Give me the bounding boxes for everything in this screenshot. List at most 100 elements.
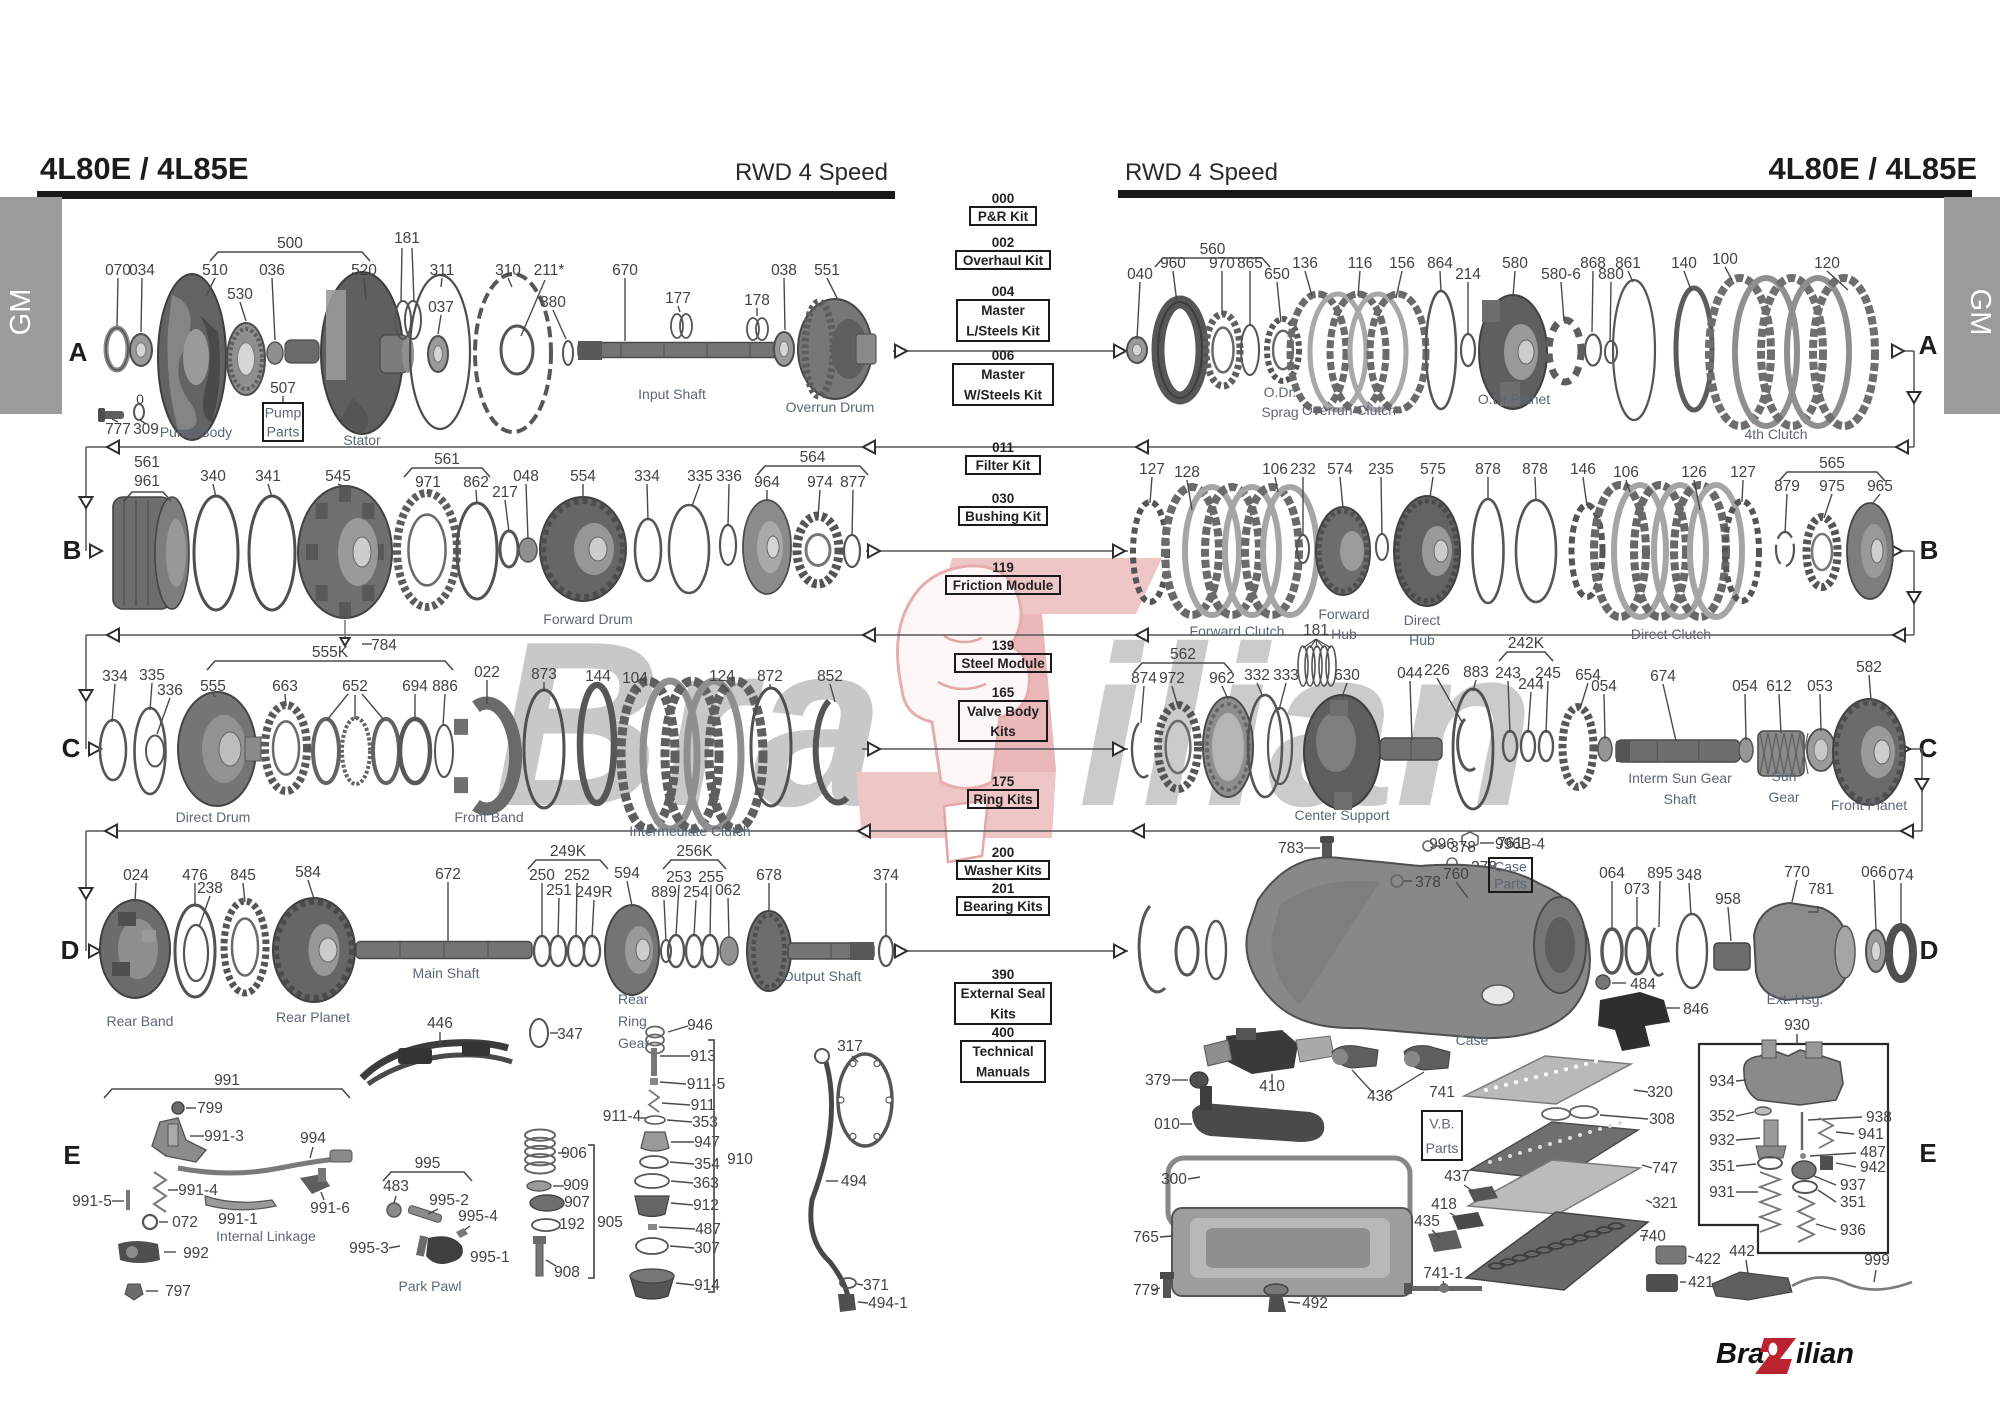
svg-text:912: 912 [693,1197,719,1214]
svg-text:872: 872 [757,668,783,685]
svg-text:962: 962 [1209,670,1235,687]
svg-text:Gear: Gear [618,1035,649,1051]
svg-text:594: 594 [614,865,640,882]
svg-text:545: 545 [325,468,351,485]
svg-text:000: 000 [992,191,1015,206]
svg-text:Forward Drum: Forward Drum [543,611,632,627]
svg-text:Sun: Sun [1772,768,1797,784]
svg-text:024: 024 [123,867,149,884]
svg-text:336: 336 [716,468,742,485]
svg-text:116: 116 [1348,255,1373,272]
svg-text:348: 348 [1676,867,1702,884]
svg-text:914: 914 [694,1277,720,1294]
svg-text:Stator: Stator [343,432,381,448]
svg-text:181: 181 [394,230,420,247]
svg-text:Interm Sun Gear: Interm Sun Gear [1628,770,1732,786]
svg-text:336: 336 [157,682,183,699]
svg-text:580-6: 580-6 [1541,266,1581,283]
svg-text:992: 992 [183,1245,209,1262]
svg-text:663: 663 [272,678,298,695]
svg-text:864: 864 [1427,255,1453,272]
svg-text:310: 310 [495,262,521,279]
svg-text:562: 562 [1170,646,1196,663]
svg-text:255: 255 [698,869,724,886]
svg-text:880: 880 [1598,266,1624,283]
svg-text:747: 747 [1652,1160,1678,1177]
svg-text:530: 530 [227,286,253,303]
svg-text:333: 333 [1273,667,1299,684]
svg-text:4L80E / 4L85E: 4L80E / 4L85E [40,151,249,186]
svg-text:970: 970 [1209,255,1235,272]
svg-text:561: 561 [134,454,160,471]
svg-text:975: 975 [1819,478,1845,495]
svg-text:797: 797 [165,1283,191,1300]
svg-text:Hub: Hub [1331,626,1357,642]
svg-text:554: 554 [570,468,596,485]
svg-text:226: 226 [1424,662,1450,679]
svg-text:435: 435 [1414,1213,1440,1230]
svg-text:911: 911 [691,1097,716,1114]
svg-text:054: 054 [1732,678,1758,695]
svg-text:037: 037 [428,299,454,316]
svg-text:694: 694 [402,678,428,695]
svg-text:889: 889 [651,884,677,901]
svg-text:874: 874 [1131,670,1157,687]
svg-text:178: 178 [744,292,770,309]
svg-text:873: 873 [531,666,557,683]
svg-text:378: 378 [1415,874,1441,891]
svg-text:006: 006 [992,348,1015,363]
svg-text:Center Support: Center Support [1295,807,1390,823]
svg-text:421: 421 [1688,1274,1714,1291]
svg-text:072: 072 [172,1214,198,1231]
svg-text:127: 127 [1730,464,1756,481]
svg-text:946: 946 [687,1017,713,1034]
svg-text:RWD 4 Speed: RWD 4 Speed [1125,159,1278,186]
svg-text:Intermediate Clutch: Intermediate Clutch [629,823,750,839]
svg-text:582: 582 [1856,659,1882,676]
svg-text:053: 053 [1807,678,1833,695]
svg-text:442: 442 [1729,1243,1755,1260]
svg-text:378: 378 [1450,839,1476,856]
svg-text:Forward: Forward [1318,606,1369,622]
svg-text:936: 936 [1840,1222,1866,1239]
svg-text:974: 974 [807,474,833,491]
svg-text:126: 126 [1681,464,1707,481]
svg-text:996B-4: 996B-4 [1495,836,1545,853]
svg-text:Rear Band: Rear Band [107,1013,174,1029]
svg-text:741-1: 741-1 [1423,1265,1463,1282]
svg-text:Technical: Technical [972,1044,1033,1059]
svg-text:334: 334 [634,468,660,485]
svg-text:ilian: ilian [1078,600,1534,854]
svg-text:252: 252 [564,867,590,884]
svg-text:4th Clutch: 4th Clutch [1744,426,1807,442]
svg-text:972: 972 [1159,670,1185,687]
svg-text:878: 878 [1475,461,1501,478]
svg-text:181: 181 [1303,622,1329,639]
svg-text:D: D [61,935,80,965]
svg-text:520: 520 [351,262,377,279]
svg-text:Bearing Kits: Bearing Kits [963,899,1043,914]
svg-text:128: 128 [1174,464,1200,481]
svg-text:883: 883 [1463,664,1489,681]
svg-text:494: 494 [841,1173,867,1190]
svg-text:Parts: Parts [267,424,300,440]
svg-text:Kits: Kits [990,724,1016,739]
svg-text:Shaft: Shaft [1664,791,1697,807]
svg-text:960: 960 [1160,255,1186,272]
svg-text:B: B [1920,535,1939,565]
svg-text:784: 784 [371,637,397,654]
svg-text:235: 235 [1368,461,1394,478]
svg-text:941: 941 [1858,1126,1884,1143]
svg-text:555K: 555K [312,644,349,661]
svg-text:Park Pawl: Park Pawl [398,1278,461,1294]
svg-text:066: 066 [1861,864,1887,881]
svg-text:991-5: 991-5 [72,1193,112,1210]
svg-text:Parts: Parts [1494,876,1527,892]
svg-text:909: 909 [563,1177,589,1194]
svg-text:120: 120 [1814,255,1840,272]
svg-text:010: 010 [1154,1116,1180,1133]
svg-text:670: 670 [612,262,638,279]
svg-text:911-4: 911-4 [603,1108,642,1125]
svg-text:E: E [1919,1138,1936,1168]
svg-text:A: A [1919,330,1938,360]
